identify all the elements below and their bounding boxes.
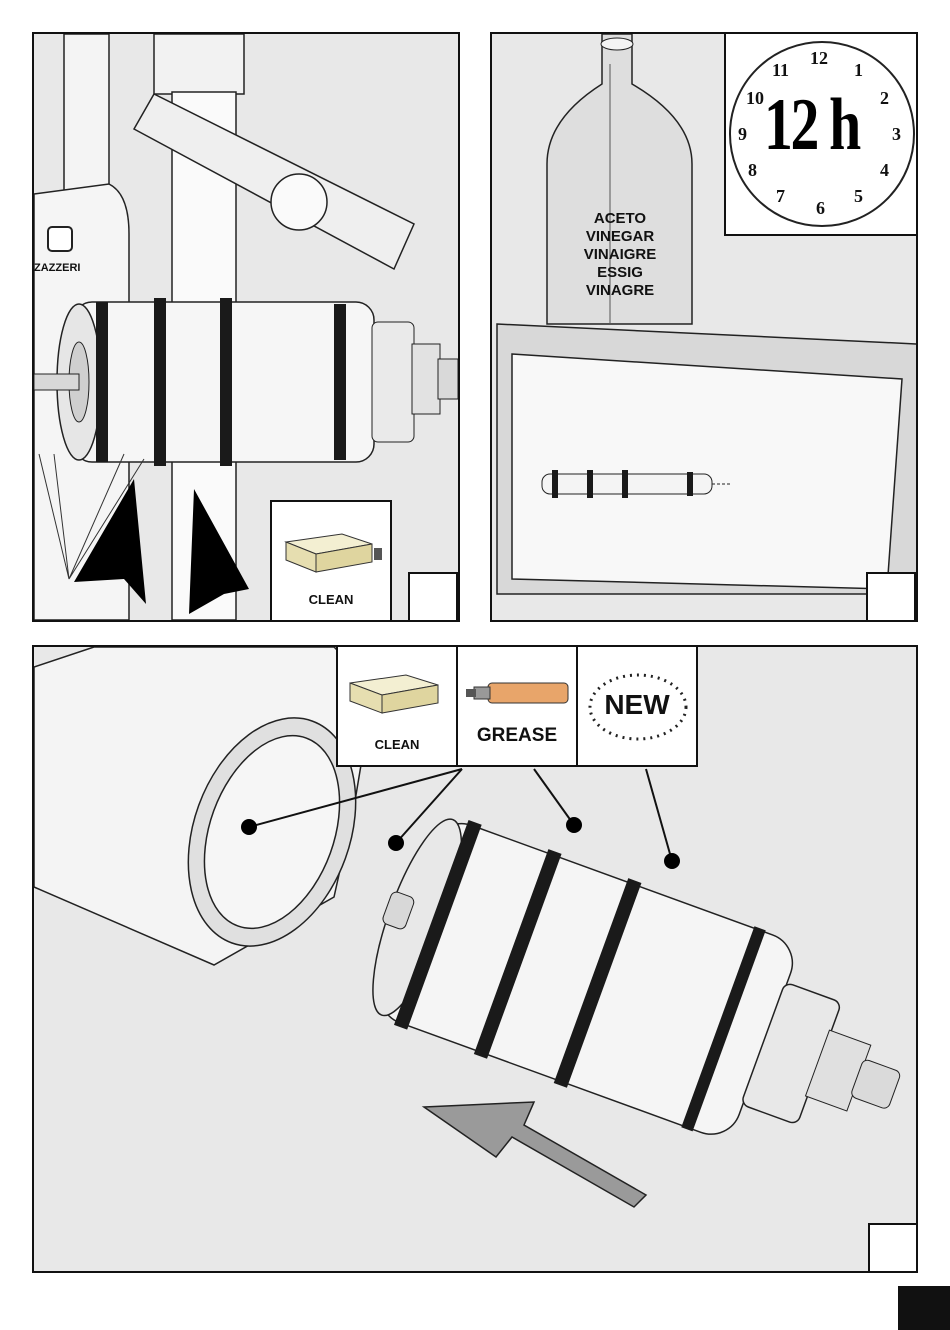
clock-num-2: 2	[880, 88, 889, 109]
new-label: NEW	[578, 689, 696, 721]
clock-num-1: 1	[854, 60, 863, 81]
sponge-icon	[338, 647, 456, 727]
clock-num-7: 7	[776, 186, 785, 207]
panel-install-cartridge: CLEAN GREASE NEW	[32, 645, 918, 1273]
clock-num-10: 10	[746, 88, 764, 109]
clean-label: CLEAN	[272, 592, 390, 607]
clock-num-12: 12	[810, 48, 828, 69]
bottle-text-4: ESSIG	[570, 264, 670, 282]
bottle-text-1: ACETO	[570, 210, 670, 228]
clock-num-6: 6	[816, 198, 825, 219]
clock-num-9: 9	[738, 124, 747, 145]
grease-label: GREASE	[458, 725, 576, 747]
step-number-box	[868, 1223, 918, 1273]
new-icon-box: NEW	[576, 645, 698, 767]
grease-icon-box: GREASE	[456, 645, 578, 767]
clock-num-11: 11	[772, 60, 789, 81]
soak-duration: 12 h	[764, 80, 859, 170]
bottle-text-5: VINAGRE	[570, 282, 670, 300]
page-tab	[898, 1286, 950, 1330]
clean-label: CLEAN	[338, 737, 456, 752]
insert-arrow-icon	[424, 1102, 646, 1207]
clock-num-5: 5	[854, 186, 863, 207]
sponge-icon	[272, 502, 390, 592]
step-number-box	[408, 572, 458, 622]
brand-logo-icon	[48, 227, 72, 251]
panel-soak-vinegar: ACETO VINEGAR VINAIGRE ESSIG VINAGRE 12 …	[490, 32, 918, 622]
clock-box: 12 1 2 3 4 5 6 7 8 9 10 11 12 h	[724, 34, 916, 236]
bottle-text-3: VINAIGRE	[570, 246, 670, 264]
bottle-text-2: VINEGAR	[570, 228, 670, 246]
step-number-box	[866, 572, 916, 622]
clock-num-8: 8	[748, 160, 757, 181]
faucet-removal-illustration	[34, 34, 458, 620]
panel-remove-cartridge: ZAZZERI CLEAN	[32, 32, 460, 622]
clean-icon-box: CLEAN	[336, 645, 458, 767]
brand-label: ZAZZERI	[34, 262, 80, 274]
clock-num-3: 3	[892, 124, 901, 145]
clean-icon-box: CLEAN	[270, 500, 392, 622]
grease-tube-icon	[458, 647, 576, 727]
clock-num-4: 4	[880, 160, 889, 181]
bottle-label: ACETO VINEGAR VINAIGRE ESSIG VINAGRE	[570, 210, 670, 300]
